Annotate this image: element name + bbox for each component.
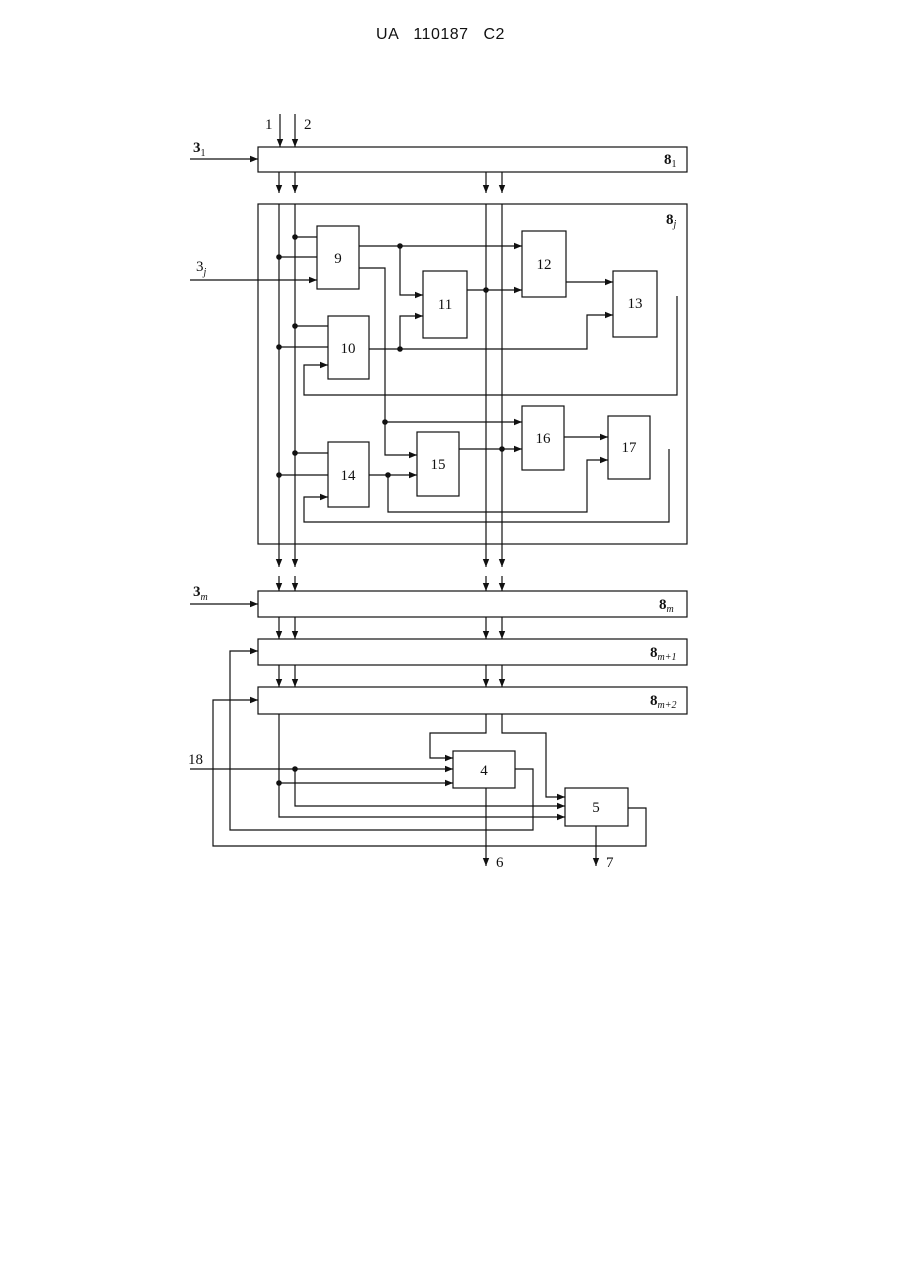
junction-dots [276,234,505,786]
side-input-3-j: 3j [196,259,207,278]
block-label-4: 4 [480,763,488,779]
bus-block-8-m2 [258,687,687,714]
input-label-1: 1 [265,117,273,133]
side-input-3-m: 3m [193,584,208,603]
bus-block-8-1 [258,147,687,172]
block-label-17: 17 [622,440,638,456]
block-label-5: 5 [592,800,600,816]
bus-label-8-m2: 8m+2 [650,693,676,711]
bus-block-8-j [258,204,687,544]
input-label-2: 2 [304,117,312,133]
bus-block-8-m1 [258,639,687,665]
bus-label-8-m: 8m [659,597,674,615]
bus-label-8-m1: 8m+1 [650,645,676,663]
block-label-11: 11 [438,297,452,313]
bus-label-8-1: 81 [664,152,677,170]
output-label-6: 6 [496,855,504,871]
bus-line-group [279,172,502,687]
input-label-18: 18 [188,752,203,768]
block-label-12: 12 [537,257,552,273]
bus-label-8-j: 8j [666,212,677,230]
side-input-3-1: 31 [193,140,206,159]
bus-block-8-m [258,591,687,617]
block-label-16: 16 [536,431,552,447]
block-label-13: 13 [628,296,643,312]
output-label-7: 7 [606,855,614,871]
block-label-15: 15 [431,457,446,473]
block-label-10: 10 [341,341,356,357]
block-label-9: 9 [334,251,342,267]
block-label-14: 14 [341,468,357,484]
